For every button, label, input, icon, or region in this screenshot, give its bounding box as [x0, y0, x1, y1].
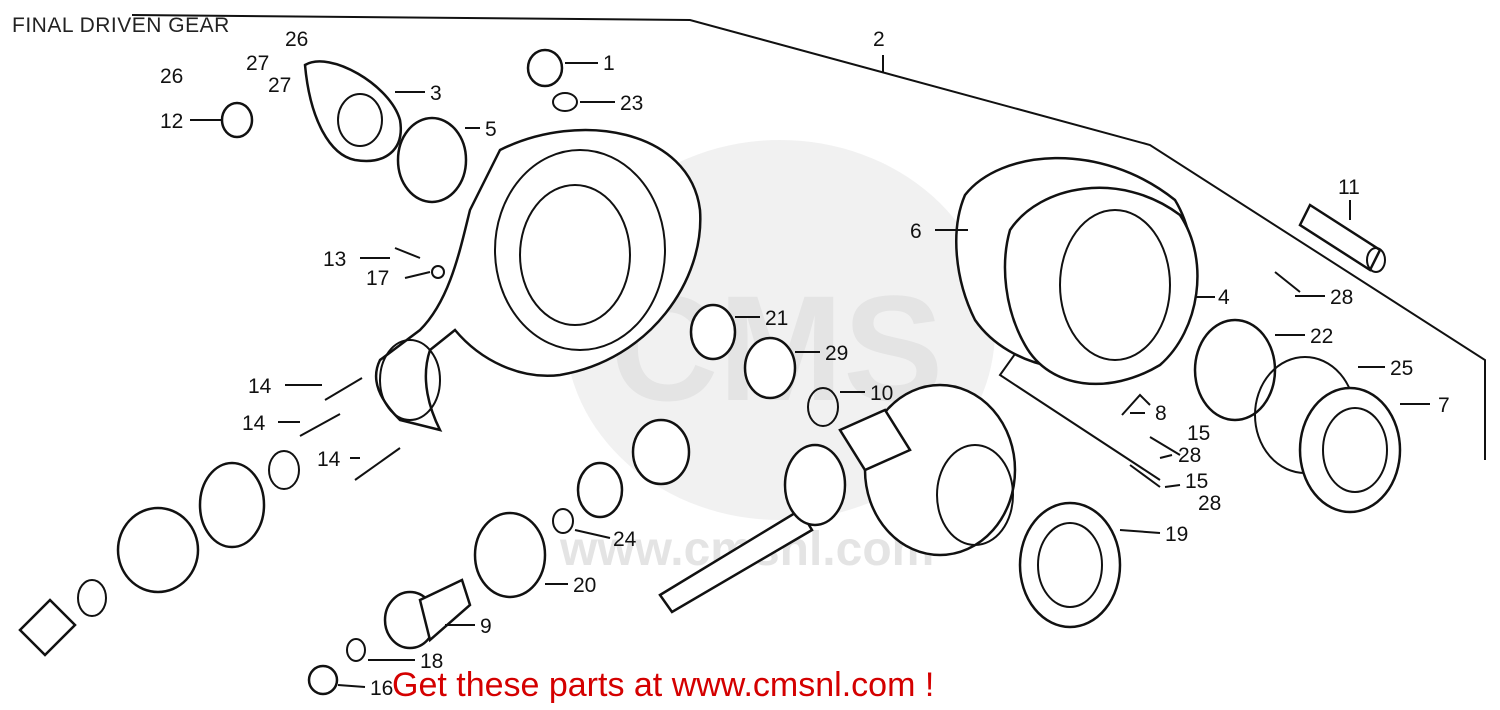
part-final-driven-gear: [838, 383, 1017, 557]
part-shim-left: [77, 579, 107, 617]
callout-3: 3: [430, 82, 442, 105]
callout-28a: 28: [1330, 286, 1353, 309]
part-16-nut: [307, 664, 339, 696]
callout-28c: 28: [1198, 492, 1221, 515]
assembly-bracket-2: [131, 14, 1486, 460]
callout-21: 21: [765, 307, 788, 330]
part-24-ring: [552, 508, 574, 534]
part-1-seal: [526, 48, 564, 88]
part-11-pipe: [1298, 203, 1386, 273]
part-17-washer: [431, 265, 445, 279]
part-bearing-race: [631, 418, 691, 486]
part-18-washer: [346, 638, 366, 662]
part-bearing-left: [198, 461, 266, 549]
part-14-stud-c: [354, 447, 401, 481]
part-12-bearing: [220, 101, 254, 139]
part-28-bolt-a: [1274, 271, 1301, 293]
part-9-gear: [383, 578, 472, 650]
part-14-stud-b: [299, 413, 341, 437]
callout-4: 4: [1218, 286, 1230, 309]
callout-26a: 26: [160, 65, 183, 88]
callout-18: 18: [420, 650, 443, 673]
callout-27a: 27: [246, 52, 269, 75]
part-24-bearing: [576, 461, 624, 519]
part-10-washer: [807, 387, 839, 427]
part-19-bearing: [1018, 501, 1122, 629]
callout-13: 13: [323, 248, 346, 271]
callout-7: 7: [1438, 394, 1450, 417]
callout-2: 2: [873, 28, 885, 51]
callout-16: 16: [370, 677, 393, 700]
diagram-title: FINAL DRIVEN GEAR: [12, 14, 230, 37]
part-21-seal: [689, 303, 737, 361]
callout-12: 12: [160, 110, 183, 133]
callout-23: 23: [620, 92, 643, 115]
part-8-plate: [1121, 393, 1151, 416]
part-pinion-shaft: [658, 443, 847, 614]
callout-15b: 15: [1185, 470, 1208, 493]
callout-9: 9: [480, 615, 492, 638]
part-5-gasket: [396, 116, 468, 204]
callout-22: 22: [1310, 325, 1333, 348]
callout-19: 19: [1165, 523, 1188, 546]
callout-11: 11: [1338, 176, 1360, 199]
callout-20: 20: [573, 574, 596, 597]
part-14-stud-a: [324, 377, 363, 401]
part-20-shim: [473, 511, 547, 599]
callout-26b: 26: [285, 28, 308, 51]
part-washer-left: [268, 450, 300, 490]
part-outer-race: [116, 506, 200, 594]
callout-6: 6: [910, 220, 922, 243]
callout-14a: 14: [248, 375, 272, 398]
callout-27b: 27: [268, 74, 291, 97]
leader-lines: [190, 62, 1430, 688]
part-28-bolt-b: [1149, 436, 1181, 456]
callouts: 1 2 3 4 5 6 7 8 9 10 11 12 13 14 14 14 1…: [160, 28, 1450, 700]
part-22-shim: [1193, 318, 1277, 422]
part-28-bolt-c: [1129, 464, 1161, 488]
callout-1: 1: [603, 52, 615, 75]
callout-28b: 28: [1178, 444, 1201, 467]
part-3-cover: [303, 60, 403, 163]
callout-17: 17: [366, 267, 389, 290]
final-gear-case: [374, 128, 702, 432]
part-4-housing: [1003, 186, 1199, 386]
callout-29: 29: [825, 342, 848, 365]
part-7-ring-gear: [1298, 386, 1402, 514]
cmsnl-link-banner[interactable]: Get these parts at www.cmsnl.com !: [392, 666, 935, 704]
callout-14b: 14: [242, 412, 266, 435]
callout-14c: 14: [317, 448, 341, 471]
callout-8: 8: [1155, 402, 1167, 425]
callout-15a: 15: [1187, 422, 1210, 445]
part-29-bearing: [743, 336, 797, 400]
part-collar-left: [18, 598, 77, 657]
callout-5: 5: [485, 118, 497, 141]
callout-25: 25: [1390, 357, 1413, 380]
callout-10: 10: [870, 382, 893, 405]
part-13-bolt: [394, 247, 421, 259]
callout-24: 24: [613, 528, 637, 551]
part-23-oring: [552, 92, 578, 112]
